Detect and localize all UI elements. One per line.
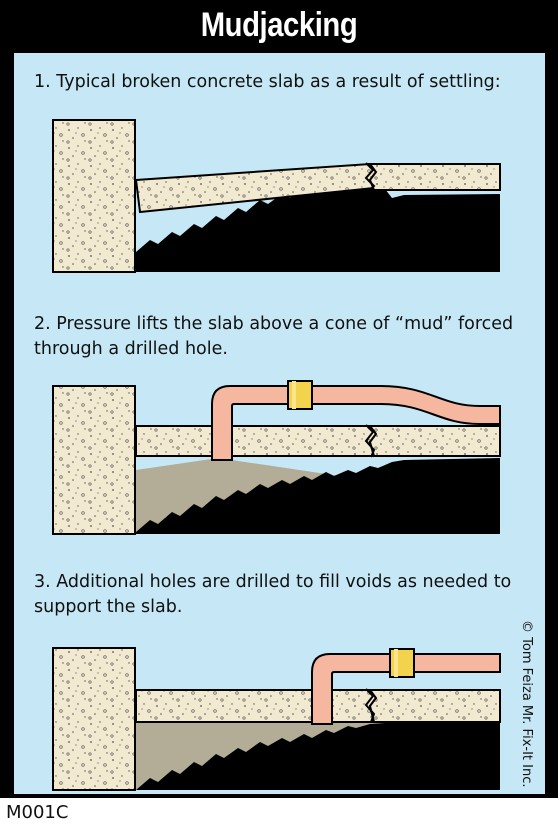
step-1-scene xyxy=(52,119,501,273)
level-slab-section xyxy=(368,163,501,191)
step-1-caption: 1. Typical broken concrete slab as a res… xyxy=(34,72,501,92)
page-title: Mudjacking xyxy=(200,6,358,44)
slab-right xyxy=(368,689,501,723)
step-2-caption: 2. Pressure lifts the slab above a cone … xyxy=(34,314,514,359)
copyright-credit: © Tom Feiza Mr. Fix-It Inc. xyxy=(519,620,534,788)
step-2-scene xyxy=(52,380,501,535)
crack-icon xyxy=(364,424,376,458)
coupling-highlight xyxy=(292,381,296,409)
step-3-scene xyxy=(52,647,501,791)
lifted-slab-left xyxy=(135,425,378,457)
settled-soil xyxy=(136,722,500,790)
coupling-highlight xyxy=(394,649,398,677)
foundation-wall xyxy=(52,385,136,535)
foundation-wall xyxy=(52,647,136,791)
lifted-slab-right xyxy=(368,425,501,457)
pipe-coupling xyxy=(389,648,415,678)
crack-icon xyxy=(364,688,376,723)
slab-left xyxy=(135,689,378,723)
step-3-caption: 3. Additional holes are drilled to fill … xyxy=(34,572,512,617)
crack-icon xyxy=(364,162,376,191)
pipe-coupling xyxy=(287,380,313,410)
foundation-wall xyxy=(52,119,136,273)
settled-soil xyxy=(136,178,500,272)
injection-pipe xyxy=(311,653,501,725)
injection-pipe xyxy=(211,385,501,461)
illustration-code: M001C xyxy=(6,802,69,823)
settled-soil xyxy=(136,458,500,534)
